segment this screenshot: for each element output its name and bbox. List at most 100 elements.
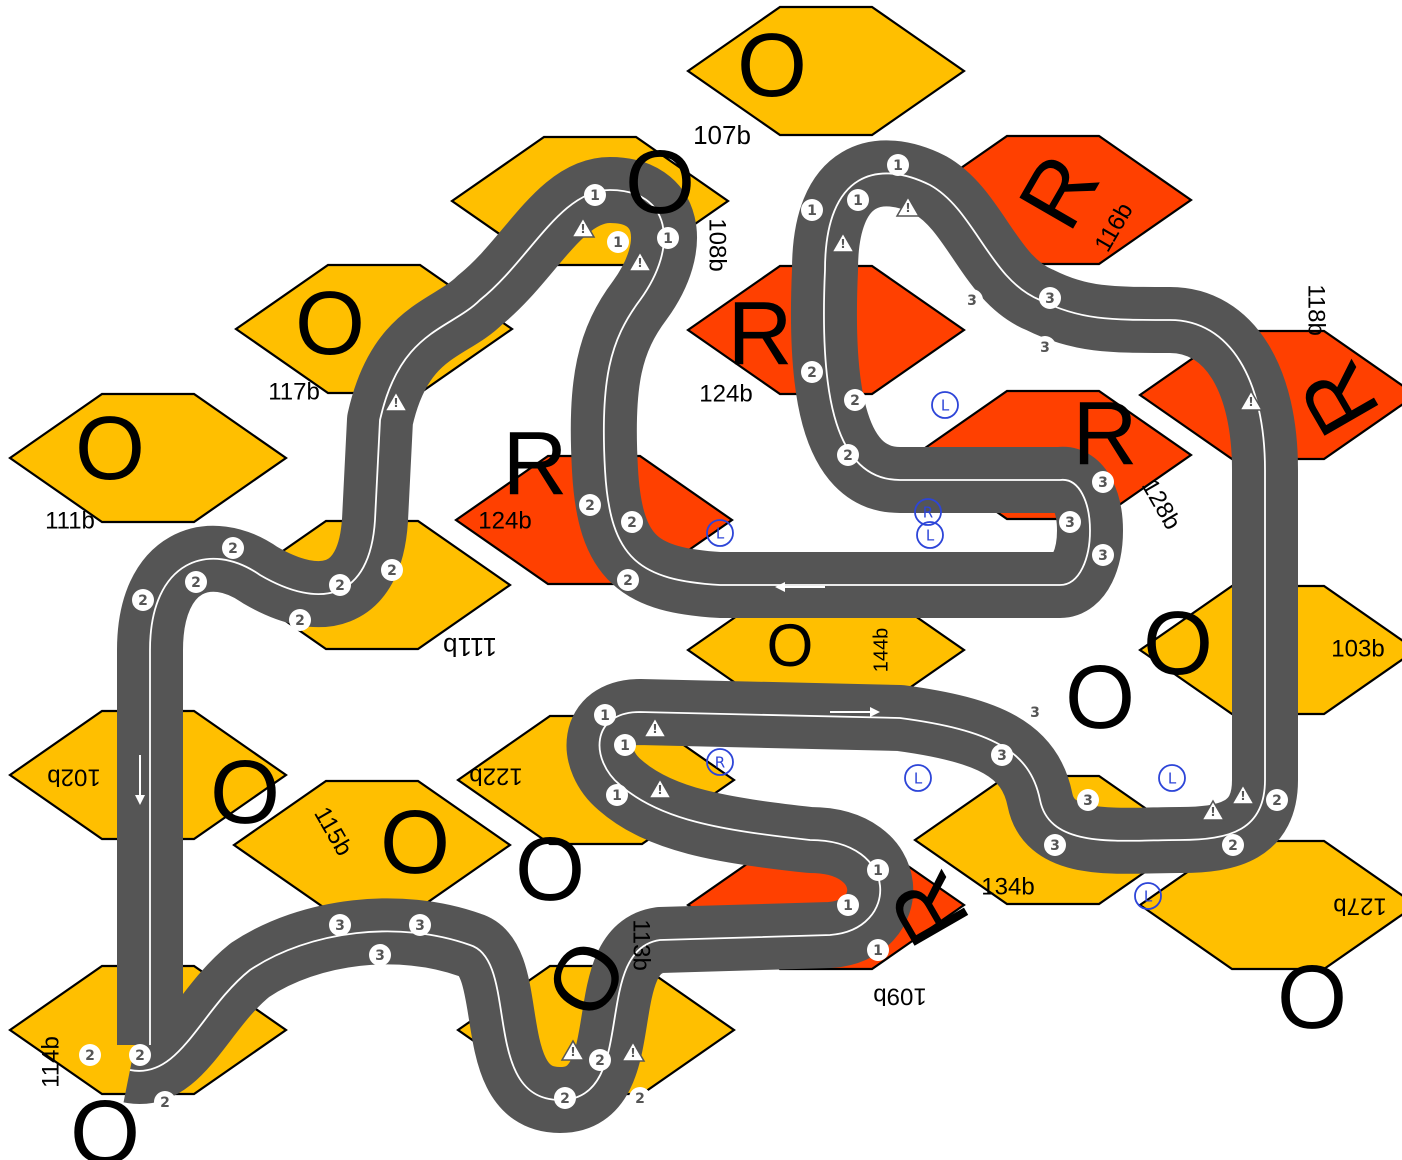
track-number-badge: 1 (847, 189, 869, 211)
track-number-badge: 2 (154, 1091, 176, 1113)
track-number-badge: 1 (801, 199, 823, 221)
svg-text:2: 2 (191, 575, 201, 591)
svg-text:3: 3 (1040, 340, 1050, 356)
svg-text:1: 1 (613, 235, 623, 251)
svg-text:2: 2 (635, 1091, 645, 1107)
tile-letter: O (515, 818, 585, 918)
track-number-badge: 3 (1077, 789, 1099, 811)
tile-letter: R (1073, 384, 1138, 484)
svg-text:!: ! (1240, 789, 1245, 803)
svg-text:2: 2 (1228, 838, 1238, 854)
track-number-badge: 1 (887, 154, 909, 176)
hex-tile (10, 394, 286, 522)
svg-text:3: 3 (1083, 793, 1093, 809)
track-number-badge: 3 (1092, 544, 1114, 566)
track-number-badge: 2 (844, 389, 866, 411)
svg-text:1: 1 (612, 788, 622, 804)
tile-letter: O (1065, 646, 1135, 746)
tile-code: 127b (1333, 893, 1386, 920)
track-number-badge: 3 (1059, 511, 1081, 533)
track-number-badge: 3 (1044, 834, 1066, 856)
svg-text:2: 2 (228, 541, 238, 557)
track-number-badge: 3 (961, 289, 983, 311)
svg-text:2: 2 (843, 448, 853, 464)
svg-text:3: 3 (997, 748, 1007, 764)
track-number-badge: 2 (629, 1087, 651, 1109)
svg-text:2: 2 (85, 1048, 95, 1064)
track-number-badge: 1 (867, 939, 889, 961)
svg-text:!: ! (840, 237, 845, 251)
lane-marker-r: R (707, 749, 733, 775)
svg-text:2: 2 (807, 365, 817, 381)
tile-code: 134b (981, 873, 1034, 900)
svg-text:1: 1 (853, 193, 863, 209)
track-number-badge: 1 (614, 734, 636, 756)
track-number-badge: 1 (837, 894, 859, 916)
track-number-badge: 3 (991, 744, 1013, 766)
track-number-badge: 2 (589, 1049, 611, 1071)
svg-text:!: ! (570, 1045, 575, 1059)
tile-letter: R (728, 284, 793, 384)
tile-letter: R (503, 414, 568, 514)
tile-code: 103b (1331, 635, 1384, 662)
svg-text:L: L (716, 525, 725, 543)
svg-text:1: 1 (590, 188, 600, 204)
svg-text:2: 2 (850, 393, 860, 409)
track-number-badge: 3 (369, 944, 391, 966)
svg-text:L: L (941, 397, 950, 415)
lane-marker-l: L (917, 522, 943, 548)
svg-text:2: 2 (585, 498, 595, 514)
svg-text:2: 2 (387, 563, 397, 579)
tile-code: 118b (1303, 284, 1330, 336)
tile-code: 107b (693, 120, 751, 150)
track-number-badge: 3 (1034, 336, 1056, 358)
svg-text:3: 3 (335, 918, 345, 934)
svg-text:!: ! (652, 722, 657, 736)
track-number-badge: 2 (289, 609, 311, 631)
tile-letter: O (1143, 594, 1213, 694)
svg-text:L: L (1168, 770, 1177, 788)
svg-text:1: 1 (843, 898, 853, 914)
svg-text:!: ! (905, 201, 910, 215)
svg-text:3: 3 (1030, 705, 1040, 721)
svg-text:L: L (1144, 888, 1153, 906)
tile-letter: O (75, 399, 145, 499)
track-number-badge: 2 (329, 574, 351, 596)
tile-letter: O (1277, 946, 1347, 1046)
svg-text:3: 3 (375, 948, 385, 964)
svg-text:!: ! (393, 396, 398, 410)
tile-letter: O (767, 612, 814, 679)
track-number-badge: 3 (1092, 471, 1114, 493)
tile-code: 114b (37, 1036, 64, 1088)
lane-marker-l: L (1159, 765, 1185, 791)
svg-text:L: L (926, 527, 935, 545)
svg-text:2: 2 (560, 1091, 570, 1107)
tile-letter: O (210, 741, 280, 841)
track-number-badge: 2 (579, 494, 601, 516)
tile-code: 111b (45, 507, 95, 534)
svg-text:1: 1 (663, 231, 673, 247)
tile-code: 111b (443, 632, 497, 662)
svg-text:!: ! (1248, 395, 1253, 409)
svg-text:R: R (923, 504, 933, 522)
tile-letter: O (70, 1081, 140, 1160)
track-number-badge: 3 (1024, 701, 1046, 723)
svg-text:R: R (715, 754, 725, 772)
svg-text:!: ! (630, 1046, 635, 1060)
tile-letter: O (625, 131, 695, 231)
track-number-badge: 1 (867, 859, 889, 881)
svg-text:!: ! (1210, 805, 1215, 819)
tile-code: 144b (870, 628, 892, 673)
svg-text:!: ! (637, 256, 642, 270)
tile-letter: O (295, 274, 365, 374)
tile-code: 102b (47, 764, 100, 791)
svg-text:2: 2 (135, 1048, 145, 1064)
tile-code: 117b (268, 378, 320, 405)
track-number-badge: 3 (409, 914, 431, 936)
track-number-badge: 1 (584, 184, 606, 206)
track-number-badge: 1 (607, 231, 629, 253)
track-number-badge: 2 (617, 569, 639, 591)
track-number-badge: 2 (222, 537, 244, 559)
track-number-badge: 2 (801, 361, 823, 383)
